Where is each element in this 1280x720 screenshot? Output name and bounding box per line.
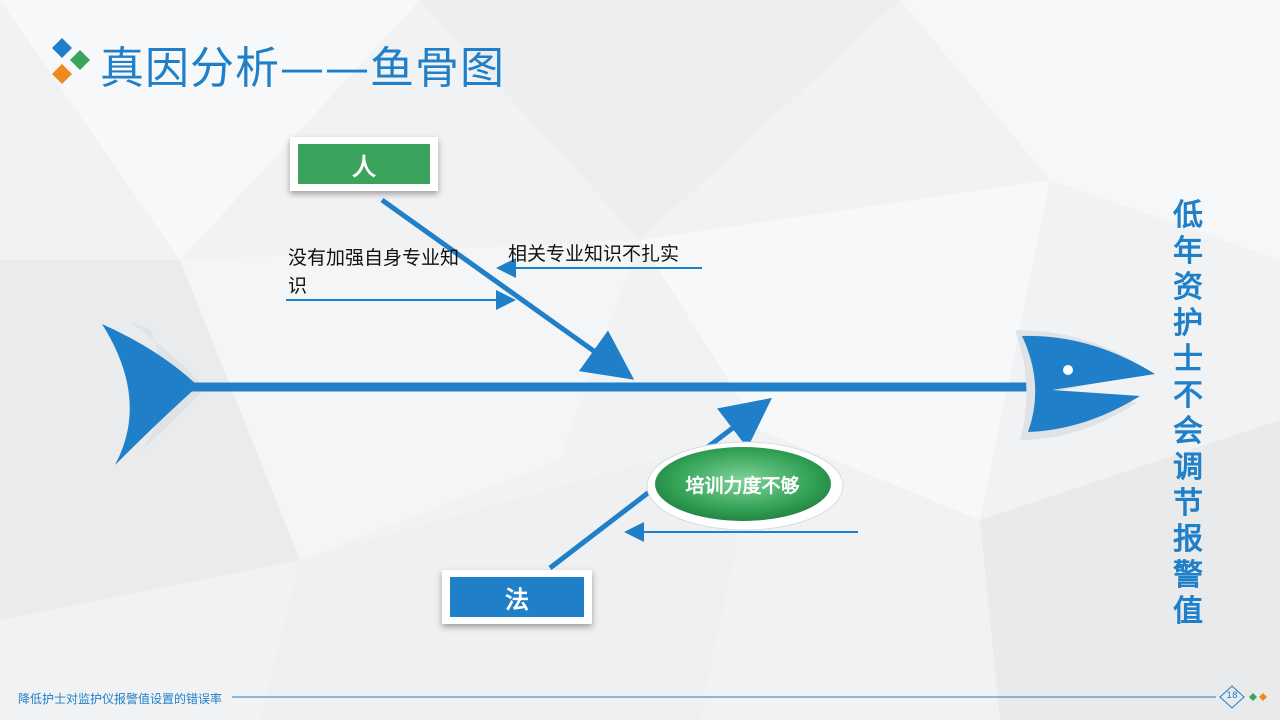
cause-oval — [655, 447, 831, 521]
cause-note-top-left: 没有加强自身专业知识 — [288, 247, 460, 297]
page-title: 真因分析——鱼骨图 — [100, 43, 505, 94]
fish-eye — [1063, 365, 1073, 375]
footer-text: 降低护士对监护仪报警值设置的错误率 — [18, 692, 223, 706]
bone-top — [380, 197, 635, 380]
cause-note-top-right: 相关专业知识不扎实 — [508, 243, 680, 265]
page-number: 18 — [1226, 691, 1238, 701]
category-box-bottom: 法 — [450, 577, 584, 617]
category-box-top: 人 — [298, 144, 430, 184]
fish-tail-shape — [102, 324, 198, 465]
fish-head — [1022, 335, 1155, 432]
cause-oval-label: 培训力度不够 — [685, 474, 800, 497]
logo-icon — [52, 38, 90, 84]
effect-label: 低年资护士不会调节报警值 — [1173, 198, 1203, 629]
